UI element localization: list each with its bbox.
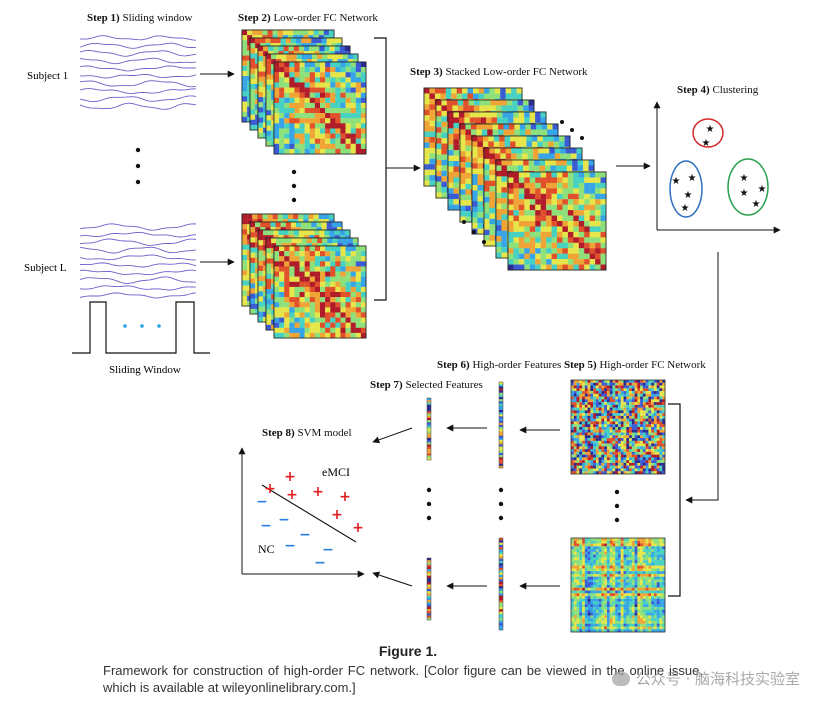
- stacked-ellipsis-bottom: [462, 220, 486, 244]
- signal-trace: [79, 102, 197, 110]
- signal-trace: [79, 285, 196, 291]
- minus-marker: −: [322, 542, 334, 558]
- features-ellipsis: [498, 487, 504, 521]
- wechat-logo-icon: [611, 672, 630, 686]
- signal-trace: [79, 246, 197, 254]
- star-marker: ★: [681, 203, 690, 214]
- subjects-ellipsis: [135, 147, 141, 185]
- signal-trace: [79, 269, 197, 276]
- svm-class-nc: NC: [258, 542, 275, 556]
- signal-trace: [79, 276, 197, 284]
- star-marker: ★: [740, 173, 749, 184]
- high-order-fc-network-1: [570, 379, 666, 475]
- subject-1-label: Subject 1: [27, 70, 68, 82]
- svm-decision-boundary: [261, 484, 357, 543]
- subject-l-label: Subject L: [24, 262, 67, 274]
- minus-marker: −: [256, 494, 268, 510]
- signal-trace: [79, 35, 197, 41]
- arrow-selected1-to-svm: [372, 427, 413, 444]
- cluster-blue-ellipse: [669, 160, 703, 218]
- sliding-window-label: Sliding Window: [109, 364, 181, 376]
- svm-class-emci: eMCI: [322, 465, 350, 479]
- star-marker: ★: [758, 184, 767, 195]
- plus-marker: +: [331, 507, 343, 523]
- signal-trace: [79, 254, 197, 261]
- watermark-text: 公众号 · 脑海科技实验室: [635, 670, 800, 688]
- selected-feature-vector-1: [426, 397, 432, 461]
- arrow-cluster-to-highorder: [685, 252, 719, 504]
- low-order-fc-stack-1: [241, 29, 367, 155]
- selected-feature-vector-l: [426, 557, 432, 621]
- subject-1-signals: [79, 35, 197, 110]
- step3-label: Step 3) Stacked Low-order FC Network: [410, 66, 588, 78]
- plus-marker: +: [339, 489, 351, 505]
- plus-marker: +: [264, 481, 276, 497]
- minus-marker: −: [260, 518, 272, 534]
- signal-trace: [79, 42, 197, 49]
- plus-marker: +: [286, 487, 298, 503]
- star-marker: ★: [752, 199, 761, 210]
- stacked-fc-network: [423, 87, 607, 271]
- sliding-window-shape: [72, 301, 210, 354]
- plus-marker: +: [312, 484, 324, 500]
- signal-trace: [79, 57, 197, 65]
- signal-trace: [79, 74, 197, 79]
- cluster-red-ellipse: [692, 118, 724, 148]
- signal-trace: [79, 292, 197, 299]
- watermark: 公众号 · 脑海科技实验室: [611, 668, 800, 689]
- step4-label: Step 4) Clustering: [677, 84, 759, 96]
- plus-marker: +: [284, 469, 296, 485]
- signal-trace: [79, 262, 197, 268]
- signal-trace: [79, 223, 197, 231]
- star-marker: ★: [672, 176, 681, 187]
- minus-marker: −: [314, 555, 326, 571]
- clustering-plot: ★★★★★★★★★★: [653, 101, 781, 234]
- figure-caption: Framework for construction of high-order…: [103, 663, 703, 695]
- stacked-ellipsis-top: [560, 120, 584, 140]
- step6-label: Step 6) High-order Features: [437, 359, 561, 371]
- step1-label: Step 1) Sliding window: [87, 12, 192, 24]
- signal-trace: [79, 80, 197, 88]
- bracket-low-order: [374, 37, 387, 301]
- signal-trace: [79, 231, 197, 238]
- window-dots: [123, 324, 161, 328]
- signal-trace: [79, 88, 196, 94]
- framework-diagram: Step 1) Sliding window Step 2) Low-order…: [24, 12, 781, 633]
- step7-label: Step 7) Selected Features: [370, 379, 483, 391]
- hofc-ellipsis: [614, 489, 620, 523]
- minus-marker: −: [278, 512, 290, 528]
- star-marker: ★: [684, 190, 693, 201]
- high-order-fc-network-l: [570, 537, 666, 633]
- step2-label: Step 2) Low-order FC Network: [238, 12, 378, 24]
- signal-trace: [79, 49, 197, 57]
- signal-trace: [79, 65, 197, 72]
- star-marker: ★: [706, 124, 715, 135]
- selected-ellipsis: [426, 487, 432, 521]
- star-marker: ★: [740, 188, 749, 199]
- figure-title: Figure 1.: [378, 643, 438, 659]
- signal-trace: [79, 238, 197, 246]
- plus-marker: +: [352, 520, 364, 536]
- high-order-feature-vector-1: [498, 381, 504, 469]
- signal-trace: [79, 95, 197, 103]
- cluster-green-ellipse: [727, 158, 769, 216]
- arrow-selectedl-to-svm: [372, 571, 413, 587]
- fc-ellipsis: [291, 169, 297, 203]
- bracket-high-order: [668, 403, 681, 597]
- step8-label: Step 8) SVM model: [262, 427, 352, 439]
- minus-marker: −: [299, 527, 311, 543]
- minus-marker: −: [284, 538, 296, 554]
- high-order-feature-vector-l: [498, 537, 504, 631]
- svm-plot: eMCI NC +++++++−−−−−−−: [238, 447, 365, 578]
- low-order-fc-stack-l: [241, 213, 367, 339]
- step5-label: Step 5) High-order FC Network: [564, 359, 706, 371]
- subject-l-signals: [79, 223, 197, 299]
- star-marker: ★: [688, 173, 697, 184]
- star-marker: ★: [702, 138, 711, 149]
